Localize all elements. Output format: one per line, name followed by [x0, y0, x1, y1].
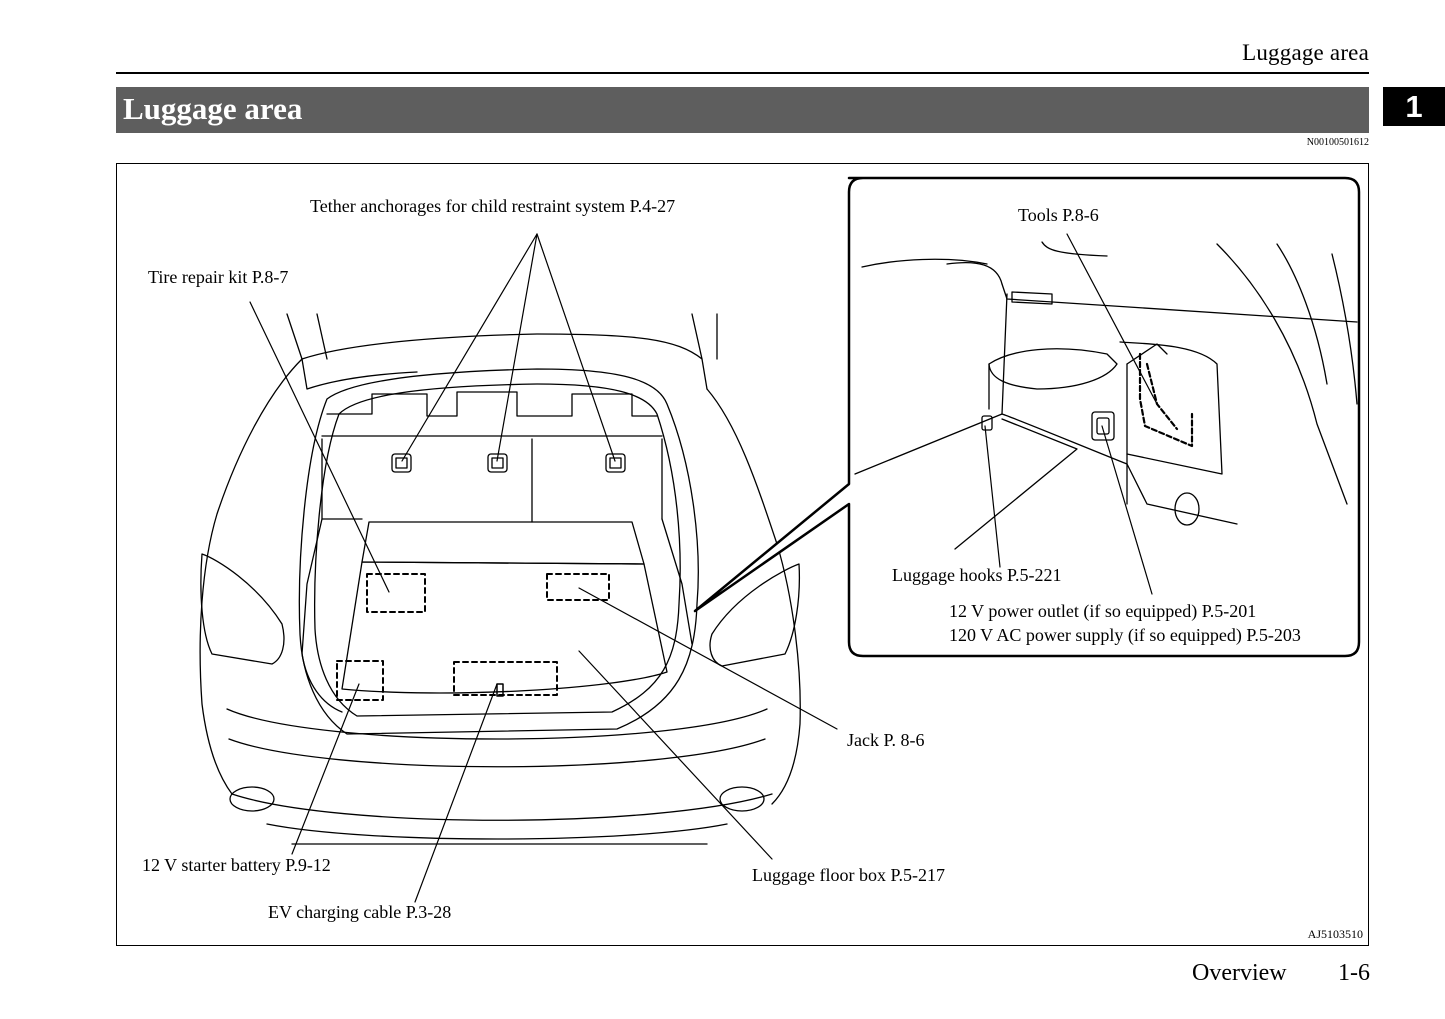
label-tether-anchorages: Tether anchorages for child restraint sy…: [310, 196, 676, 216]
luggage-area-illustration: [199, 176, 1361, 903]
label-luggage-floor-box: Luggage floor box P.5-217: [752, 865, 945, 885]
label-ac-power-supply: 120 V AC power supply (if so equipped) P…: [949, 625, 1301, 645]
label-starter-battery: 12 V starter battery P.9-12: [142, 855, 331, 875]
section-title-bar: Luggage area: [116, 87, 1369, 133]
running-header: Luggage area: [1242, 40, 1369, 65]
label-jack: Jack P. 8-6: [847, 730, 925, 750]
luggage-area-figure: Tether anchorages for child restraint sy…: [116, 163, 1369, 946]
page-number: 1-6: [1338, 960, 1370, 986]
chapter-tab: 1: [1383, 87, 1445, 126]
inset-callout: [693, 176, 1361, 658]
label-tire-repair-kit: Tire repair kit P.8-7: [148, 267, 289, 287]
label-ev-charging-cable: EV charging cable P.3-28: [268, 902, 452, 922]
leader-lines: [249, 233, 838, 903]
label-tools: Tools P.8-6: [1018, 205, 1099, 225]
footer-section: Overview: [1192, 960, 1287, 986]
header-rule: [116, 72, 1369, 74]
car-rear-drawing: [199, 313, 801, 845]
document-id: N00100501612: [1306, 137, 1369, 148]
label-luggage-hooks: Luggage hooks P.5-221: [892, 565, 1062, 585]
section-title: Luggage area: [123, 91, 303, 126]
figure-id: AJ5103510: [1307, 927, 1363, 941]
label-power-outlet: 12 V power outlet (if so equipped) P.5-2…: [949, 601, 1257, 621]
